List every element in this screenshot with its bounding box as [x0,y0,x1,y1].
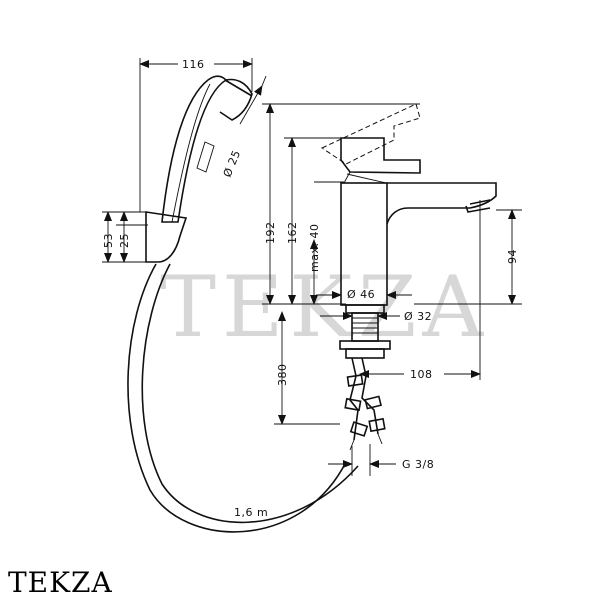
lever-handle-raised [320,103,421,165]
connection-fittings [344,357,386,451]
dim-32-diameter: Ø 32 [404,310,432,323]
hose [127,263,347,533]
dim-25: 25 [118,233,131,248]
dim-108: 108 [410,368,433,381]
dim-max-40: max. 40 [308,224,321,272]
dim-46-diameter: Ø 46 [347,288,375,301]
dim-380: 380 [276,364,289,387]
dim-94: 94 [506,249,519,264]
dim-25-diameter: Ø 25 [221,148,244,179]
hose-inner [141,263,359,524]
brand-logo-text: TEKZA [8,566,113,599]
dim-hose-length: 1,6 m [234,506,268,519]
dim-162: 162 [286,222,299,245]
dim-53: 53 [102,233,115,248]
hand-shower [161,75,253,223]
dim-192: 192 [264,222,277,245]
shower-holder [145,211,188,263]
dim-g-3-8: G 3/8 [402,458,434,471]
dim-116: 116 [182,58,205,71]
lever-handle [340,137,421,184]
watermark: TEKZA [160,258,489,356]
threaded-shank [339,304,391,359]
